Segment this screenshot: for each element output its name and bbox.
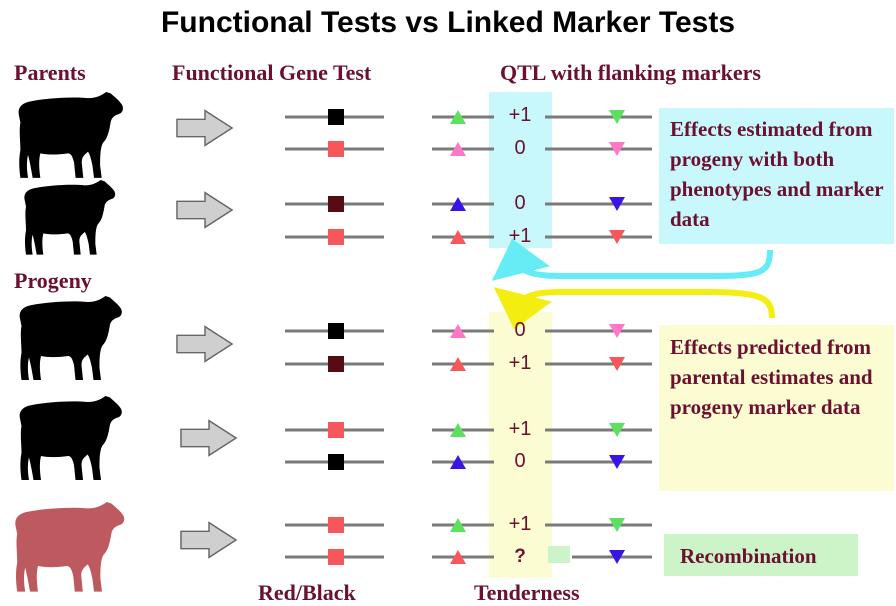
qtl-lines (432, 115, 652, 559)
qtl-value: +1 (508, 352, 532, 374)
cow-progeny-2-icon (19, 396, 122, 480)
parents-heading: Parents (14, 60, 86, 85)
left-flanking-markers (450, 110, 466, 564)
yellow-curved-arrow (493, 287, 775, 330)
qtl-value: +1 (508, 418, 532, 440)
functional-gene-alleles (328, 109, 344, 565)
cow-parent-1-icon (18, 92, 123, 178)
qtl-value: 0 (514, 450, 526, 472)
qtl-value: +1 (508, 225, 532, 247)
predicted-box (659, 325, 894, 491)
qtl-value: 0 (514, 319, 526, 341)
tenderness-label: Tenderness (474, 580, 580, 605)
arrow-5-icon (180, 521, 237, 559)
qtl-value: 0 (514, 192, 526, 214)
estimated-box-text: Effects estimated from progeny with both… (670, 117, 884, 231)
qtl-value: +1 (508, 104, 532, 126)
page-title: Functional Tests vs Linked Marker Tests (160, 6, 736, 39)
functional-gene-heading: Functional Gene Test (172, 60, 372, 85)
tenderness-column-bottom (489, 312, 552, 578)
qtl-value: 0 (514, 137, 526, 159)
arrow-1-icon (176, 109, 233, 147)
recombination-marker (548, 546, 570, 563)
tenderness-column-top (489, 92, 552, 248)
cow-parent-2-icon (24, 180, 116, 255)
recombination-label: Recombination (680, 544, 817, 568)
progeny-heading: Progeny (14, 268, 92, 293)
arrow-2-icon (176, 191, 233, 229)
estimated-box (659, 108, 894, 244)
red-black-label: Red/Black (258, 580, 356, 605)
arrow-4-icon (180, 419, 237, 457)
cow-progeny-3-icon (15, 502, 125, 592)
cyan-curved-arrow (491, 238, 773, 281)
qtl-value: +1 (508, 513, 532, 535)
predicted-box-text: Effects predicted from parental estimate… (670, 335, 873, 419)
arrow-3-icon (176, 325, 233, 363)
qtl-value-unknown: ? (514, 546, 526, 567)
qtl-heading: QTL with flanking markers (500, 60, 761, 85)
cow-progeny-1-icon (19, 296, 122, 380)
right-flanking-markers (609, 110, 625, 564)
recombination-box (664, 534, 858, 576)
